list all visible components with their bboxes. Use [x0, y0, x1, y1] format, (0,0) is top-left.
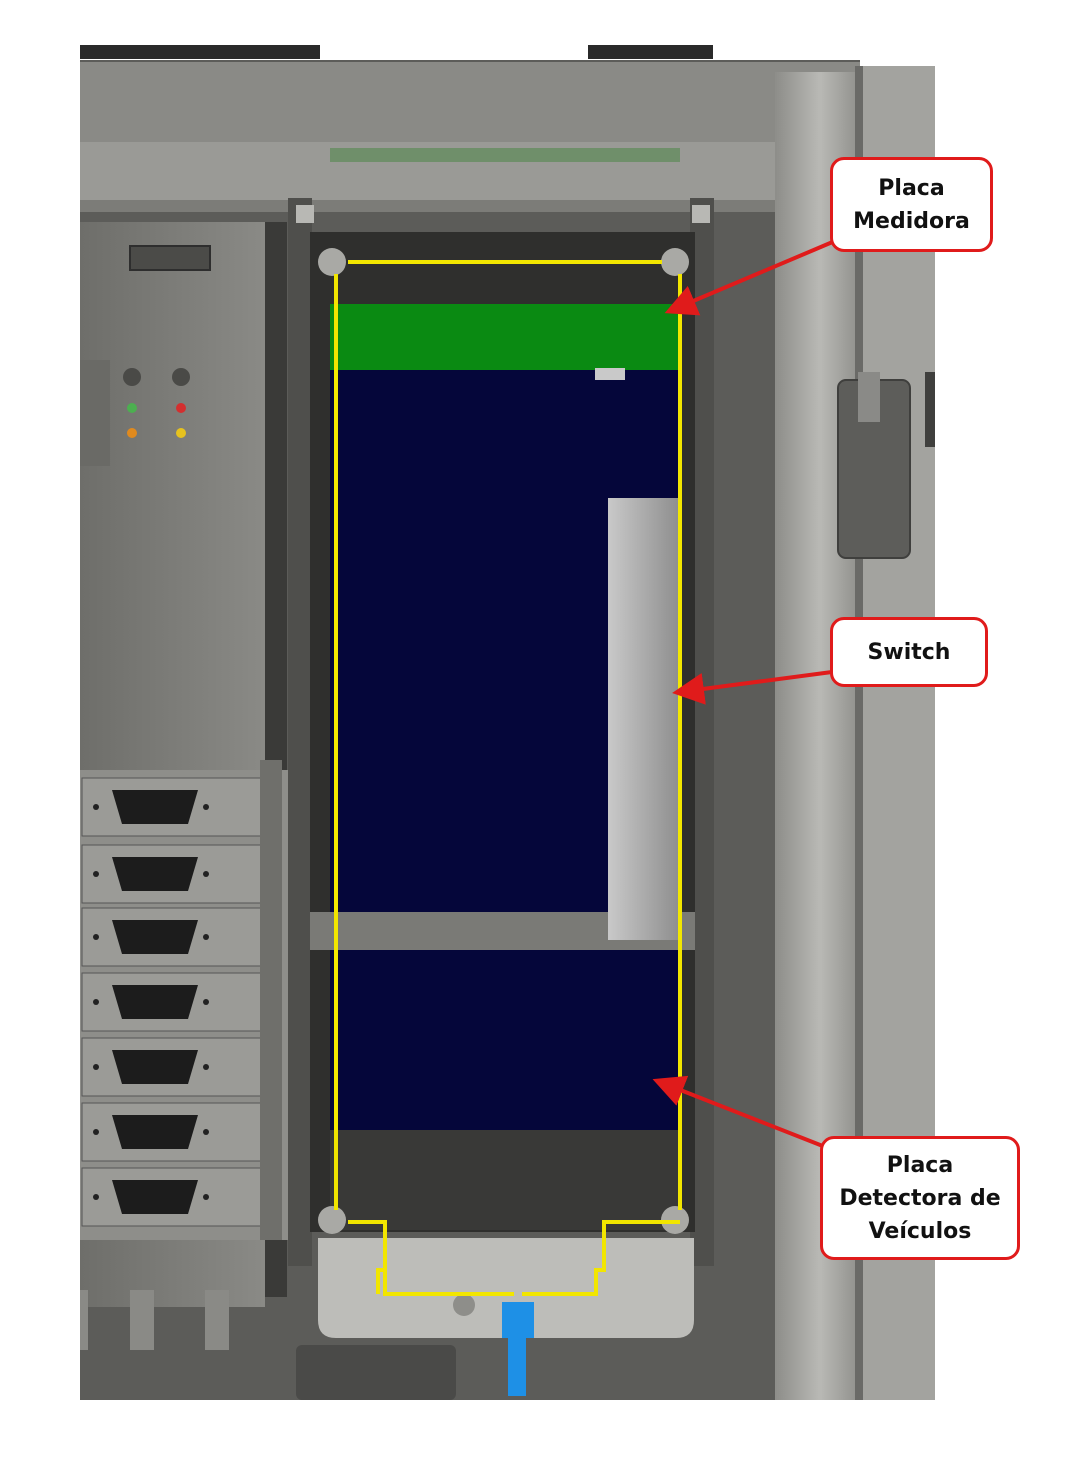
mount-screw [318, 248, 346, 276]
led-indicator-icon [176, 403, 186, 413]
callout-placa-medidora: Placa Medidora [830, 157, 993, 252]
bracket-screw [453, 1294, 475, 1316]
led-indicator-icon [127, 428, 137, 438]
board-connector [595, 368, 625, 380]
callout-line: Placa [886, 1152, 954, 1178]
rack-lower-area [330, 1130, 680, 1230]
callout-switch: Switch [830, 617, 988, 687]
arrow-placa-medidora [664, 236, 843, 316]
arrow-switch [672, 670, 833, 705]
network-cable-icon [502, 1302, 534, 1396]
callout-line: Detectora de [839, 1185, 1001, 1211]
cabinet-floor [296, 1345, 456, 1400]
db9-connector-icon [81, 1167, 263, 1227]
db9-connector-icon [81, 907, 263, 967]
connector-panel [80, 760, 290, 1350]
db9-connector-icon [81, 972, 263, 1032]
db9-connector-icon [81, 1102, 263, 1162]
callout-line: Switch [867, 639, 951, 665]
callout-line: Veículos [868, 1218, 972, 1244]
arrow-placa-detectora [652, 1075, 839, 1154]
db9-connector-icon [81, 844, 263, 904]
highlight-outline-stub [376, 1268, 385, 1294]
highlight-outline [334, 260, 682, 1296]
db9-connector-icon [81, 1037, 263, 1097]
placa-medidora-board [330, 304, 680, 370]
led-indicator-icon [172, 368, 190, 386]
switch-module [608, 498, 678, 940]
db9-connector-icon [81, 777, 263, 837]
callout-placa-detectora: Placa Detectora de Veículos [820, 1136, 1020, 1260]
led-indicator-icon [176, 428, 186, 438]
mount-screw [661, 248, 689, 276]
bottom-bracket [318, 1238, 694, 1338]
led-indicator-icon [127, 403, 137, 413]
led-indicator-icon [123, 368, 141, 386]
callout-line: Medidora [853, 208, 970, 234]
mount-screw [318, 1206, 346, 1234]
callout-line: Placa [878, 175, 945, 201]
